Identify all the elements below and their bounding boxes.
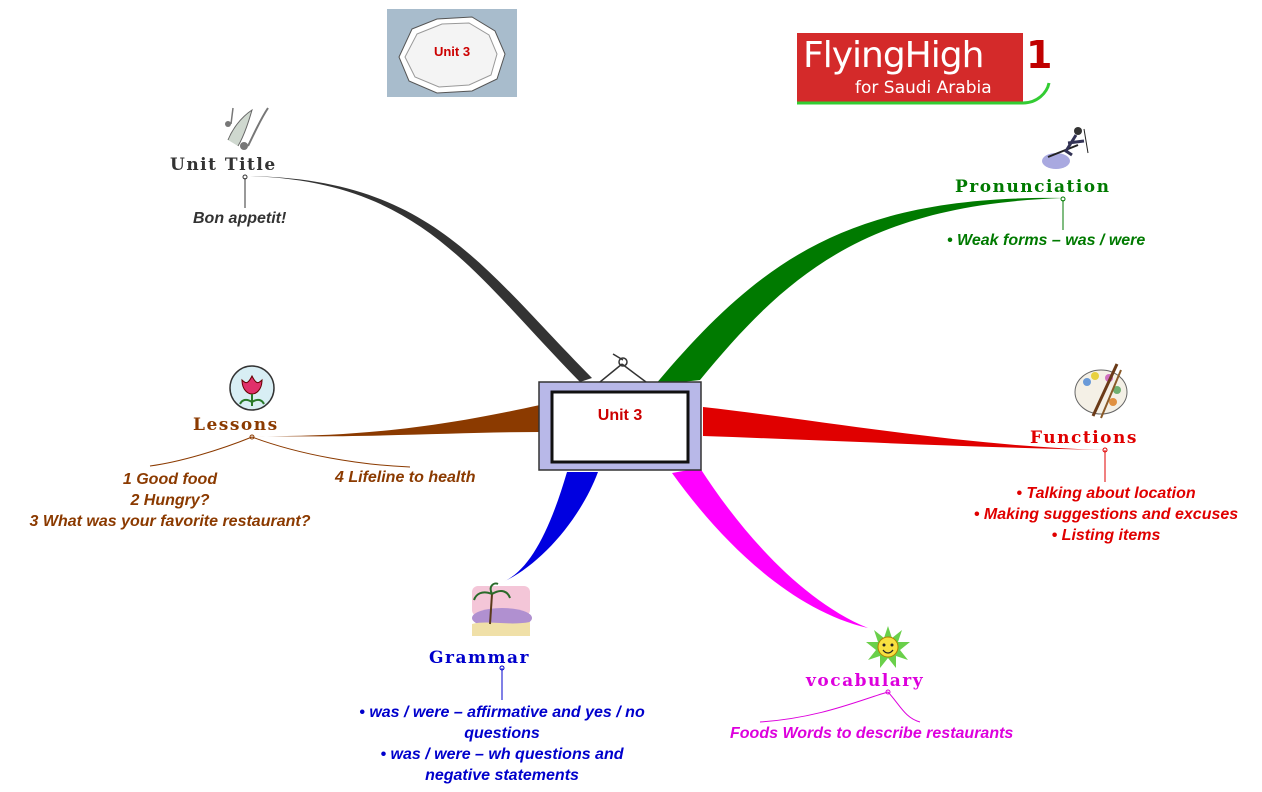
branch-pronunciation bbox=[655, 197, 1063, 385]
central-topic[interactable]: Unit 3 bbox=[538, 381, 702, 471]
lessons-list: 1 Good food 2 Hungry? 3 What was your fa… bbox=[10, 469, 330, 532]
skier-icon bbox=[1042, 127, 1089, 169]
thumbnail-label: Unit 3 bbox=[433, 44, 471, 59]
central-topic-title: Unit 3 bbox=[597, 407, 643, 424]
branch-vocabulary bbox=[672, 468, 868, 628]
paint-palette-icon bbox=[1074, 363, 1128, 419]
hanging-frame-icon bbox=[599, 353, 647, 383]
torn-paper-icon bbox=[398, 16, 506, 94]
grammar-item: • was / were – wh questions and bbox=[380, 746, 624, 763]
branch-title-functions[interactable]: Functions bbox=[1030, 428, 1138, 448]
logo-title: FlyingHigh bbox=[803, 35, 984, 76]
branch-title-pronunciation[interactable]: Pronunciation bbox=[955, 177, 1111, 197]
branch-unit-title bbox=[245, 176, 592, 382]
branch-title-lessons[interactable]: Lessons bbox=[193, 415, 279, 435]
functions-list: • Talking about location • Making sugges… bbox=[950, 483, 1262, 546]
unit-thumbnail: Unit 3 bbox=[387, 9, 517, 97]
lesson-item: 4 Lifeline to health bbox=[335, 469, 476, 486]
logo-subtitle: for Saudi Arabia bbox=[855, 78, 992, 98]
vocabulary-item: Foods Words to describe restaurants bbox=[730, 725, 1014, 742]
branch-lessons bbox=[252, 405, 540, 437]
branch-title-vocabulary[interactable]: vocabulary bbox=[806, 671, 925, 691]
grammar-list: • was / were – affirmative and yes / no … bbox=[322, 702, 682, 786]
unit-title-item: Bon appetit! bbox=[193, 210, 287, 227]
flying-high-logo: FlyingHigh 1 for Saudi Arabia bbox=[797, 33, 1053, 107]
pronunciation-item: • Weak forms – was / were bbox=[947, 232, 1146, 249]
lesson-item: 2 Hungry? bbox=[130, 492, 210, 509]
function-item: • Making suggestions and excuses bbox=[973, 506, 1239, 523]
grammar-item: negative statements bbox=[425, 767, 579, 784]
sun-icon bbox=[866, 626, 910, 668]
lesson-item: 1 Good food bbox=[122, 471, 218, 488]
grammar-item: questions bbox=[464, 725, 540, 742]
branch-grammar bbox=[503, 472, 598, 582]
function-item: • Listing items bbox=[1051, 527, 1161, 544]
logo-number: 1 bbox=[1026, 33, 1053, 77]
flower-icon bbox=[229, 365, 275, 411]
beach-icon bbox=[472, 582, 532, 636]
lesson-item: 3 What was your favorite restaurant? bbox=[29, 513, 311, 530]
branch-title-grammar[interactable]: Grammar bbox=[429, 648, 530, 668]
branch-functions bbox=[703, 407, 1105, 450]
branch-title-unit-title[interactable]: Unit Title bbox=[170, 155, 277, 175]
music-notes-icon bbox=[225, 107, 269, 150]
grammar-item: • was / were – affirmative and yes / no bbox=[359, 704, 645, 721]
function-item: • Talking about location bbox=[1016, 485, 1196, 502]
